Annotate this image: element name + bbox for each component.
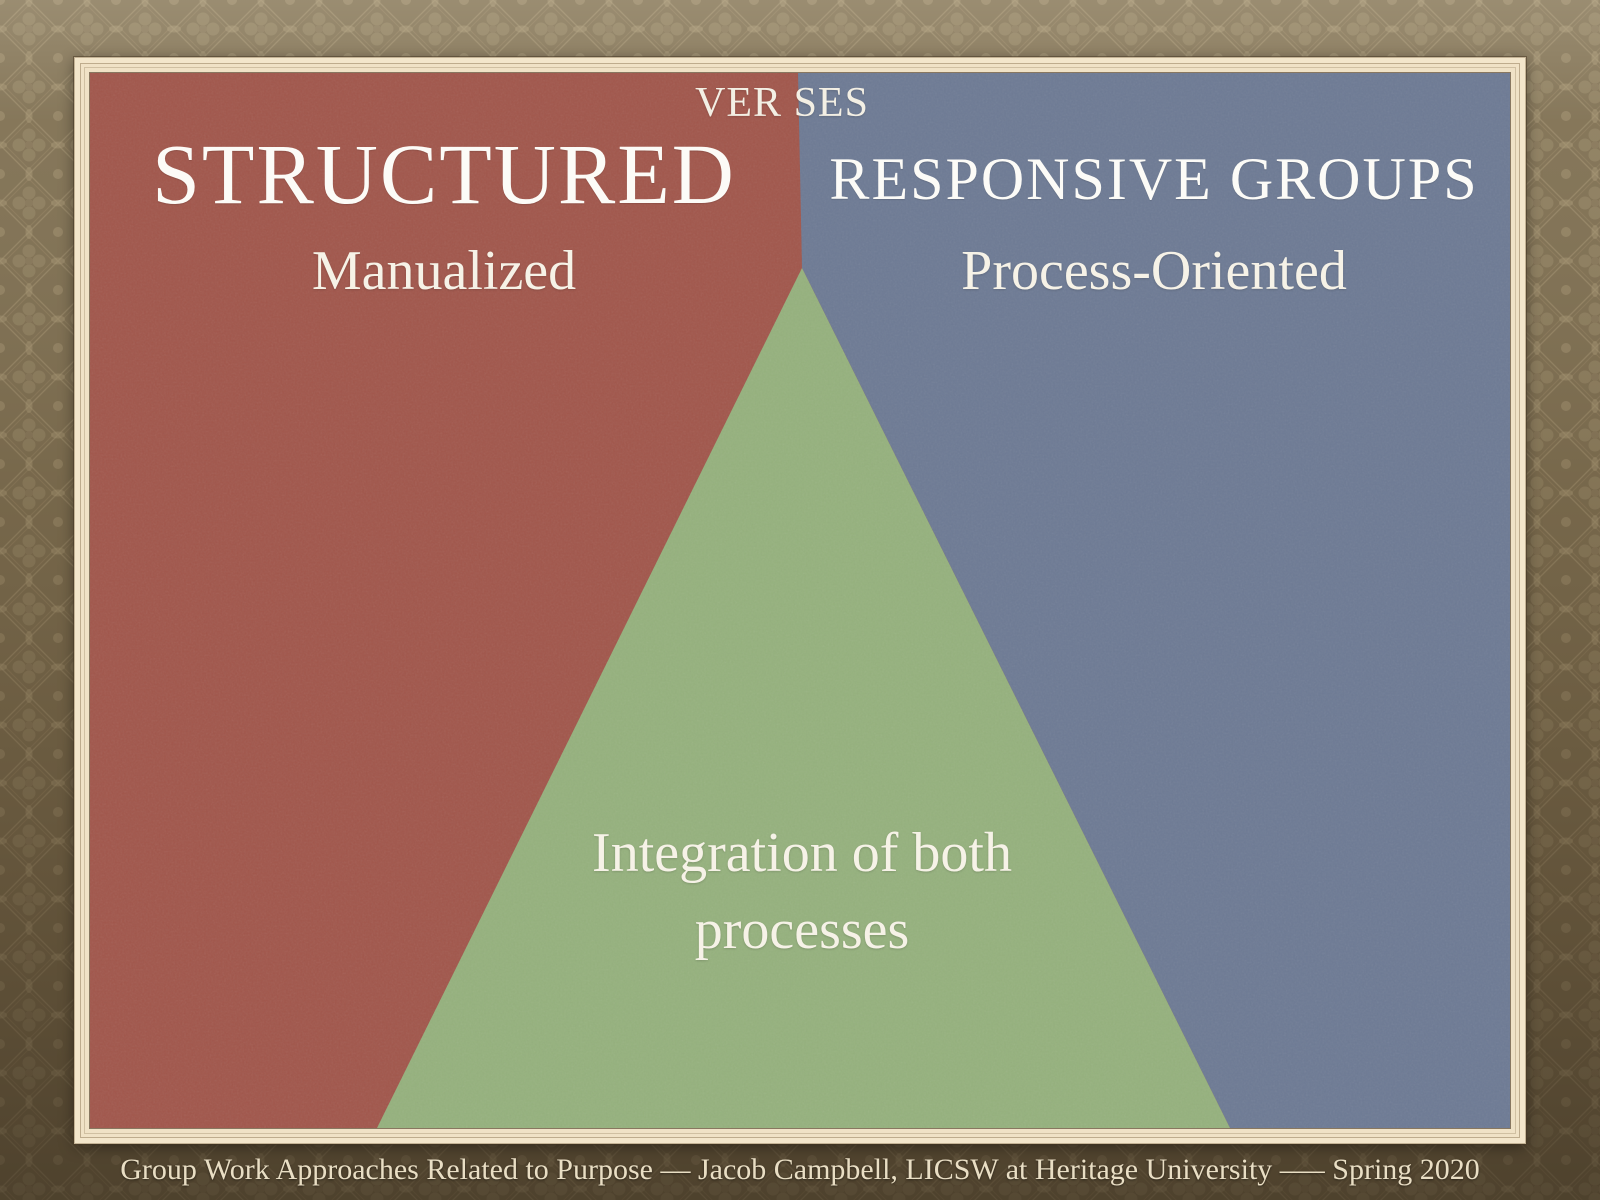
slide-canvas: VER SES STRUCTURED Manualized RESPONSIVE… — [90, 73, 1510, 1128]
footer-caption: Group Work Approaches Related to Purpose… — [120, 1153, 1480, 1186]
manualized-subtitle: Manualized — [311, 240, 577, 302]
versus-label: VER SES — [695, 80, 869, 126]
responsive-groups-title: RESPONSIVE GROUPS — [829, 146, 1479, 212]
section-regions — [90, 73, 1510, 1128]
integration-line2: processes — [694, 899, 910, 962]
slide-frame: VER SES STRUCTURED Manualized RESPONSIVE… — [74, 57, 1526, 1144]
structured-title: STRUCTURED — [152, 126, 736, 222]
integration-label: Integration of both processes — [377, 815, 1227, 970]
integration-line1: Integration of both — [592, 822, 1012, 884]
process-oriented-subtitle: Process-Oriented — [961, 240, 1347, 302]
